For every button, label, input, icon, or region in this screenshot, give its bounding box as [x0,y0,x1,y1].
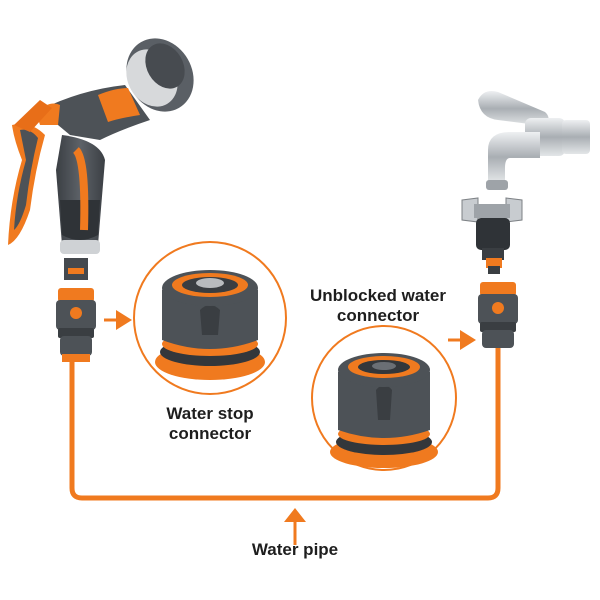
water-pipe-label: Water pipe [230,540,360,560]
water-stop-label: Water stop connector [140,404,280,444]
water-pipe-arrow [284,508,306,545]
unblocked-label-line1: Unblocked water [309,286,447,305]
water-stop-detail [133,241,287,395]
water-pipe-line [69,327,501,501]
hose-connector-icon [56,288,96,362]
tap-adapter-icon [461,197,523,274]
right-arrow [448,330,476,350]
unblocked-label-line2: connector [336,306,420,325]
faucet-icon [478,91,590,190]
water-stop-label-line2: connector [168,424,252,443]
water-stop-label-line1: Water stop [166,404,254,423]
hose-connector-right [478,282,518,348]
unblocked-detail [311,325,457,471]
left-arrow [104,310,132,330]
water-pipe-label-text: Water pipe [251,540,339,559]
unblocked-label: Unblocked water connector [298,286,458,326]
spray-gun-icon [8,38,194,280]
